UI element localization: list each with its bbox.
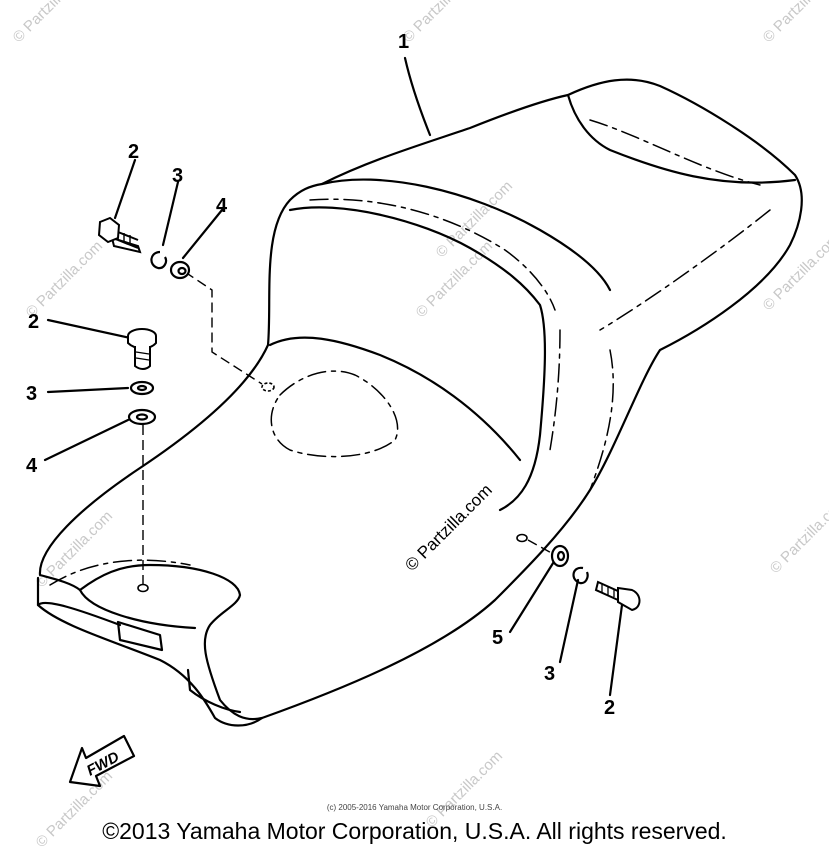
callout-2-left: 2 [28, 311, 39, 333]
watermark: © Partzilla.com [400, 0, 483, 46]
seat-base-lip [36, 601, 122, 627]
callout-1: 1 [398, 31, 409, 53]
seam-front [309, 198, 556, 311]
watermark-layer: © Partzilla.com © Partzilla.com © Partzi… [10, 0, 829, 851]
seam-lower-edge [49, 559, 191, 586]
seat-seams [49, 119, 771, 586]
align-right [527, 539, 556, 556]
rider-cushion [288, 206, 547, 512]
pillion-top [320, 178, 612, 292]
copyright-main: ©2013 Yamaha Motor Corporation, U.S.A. A… [102, 818, 727, 844]
mount-holes [137, 382, 528, 593]
callout-5: 5 [492, 627, 503, 649]
callout-4-left: 4 [26, 455, 38, 477]
watermark-center: © Partzilla.com [401, 480, 495, 574]
leader-2a [113, 158, 137, 220]
leader-3b [46, 386, 130, 394]
copyright-small: (c) 2005-2016 Yamaha Motor Corporation, … [326, 803, 503, 812]
leader-1 [403, 56, 432, 137]
mount-hole-center [137, 583, 149, 593]
callout-2-right: 2 [604, 697, 615, 719]
watermark: © Partzilla.com [767, 493, 829, 576]
watermark: © Partzilla.com [23, 238, 106, 321]
bolt-2c [594, 580, 641, 612]
bolt-2b [127, 328, 157, 370]
seam-pillion [589, 119, 761, 186]
rider-cushion-edge [268, 336, 522, 462]
lock-washer-3c [572, 566, 589, 585]
seat-pan-notch [116, 620, 164, 652]
watermark: © Partzilla.com [760, 0, 829, 46]
callout-4-top: 4 [216, 195, 228, 217]
washer-5 [550, 544, 570, 568]
seat-base-lip-right [186, 668, 242, 714]
leader-4b [43, 418, 130, 462]
callout-3-left: 3 [26, 383, 37, 405]
watermark: © Partzilla.com [10, 0, 93, 46]
seat-base-edge [36, 576, 264, 727]
callouts: 1 2 3 4 2 3 4 5 3 2 [26, 31, 615, 719]
seam-right-drop [549, 329, 561, 451]
mount-hole-right [516, 533, 528, 543]
washer-4a [169, 260, 191, 280]
fwd-arrow-shape [68, 734, 136, 788]
leader-3a [161, 180, 180, 247]
callout-3-top: 3 [172, 165, 183, 187]
seam-center-depression [270, 370, 399, 458]
seam-rear-diag [599, 209, 771, 331]
leader-5 [508, 558, 557, 634]
callout-3-right: 3 [544, 663, 555, 685]
leader-4a [181, 208, 224, 260]
leader-lines [43, 56, 624, 697]
seat-outline [38, 78, 803, 721]
align-top [184, 271, 263, 385]
lock-washer-3a [150, 250, 168, 270]
lock-washer-3b [129, 380, 155, 396]
seam-rear-bevel [589, 349, 614, 491]
bolt-2a [97, 216, 142, 254]
leader-2c [608, 603, 624, 697]
alignment-lines [142, 271, 556, 585]
seat-pan-inner [78, 588, 197, 630]
callout-2-top: 2 [128, 141, 139, 163]
pillion-side [566, 93, 797, 184]
leader-3c [558, 578, 580, 664]
seat [36, 78, 803, 727]
leader-2b [46, 318, 132, 340]
washer-4b [127, 408, 157, 426]
mount-hole-rear [261, 382, 275, 392]
